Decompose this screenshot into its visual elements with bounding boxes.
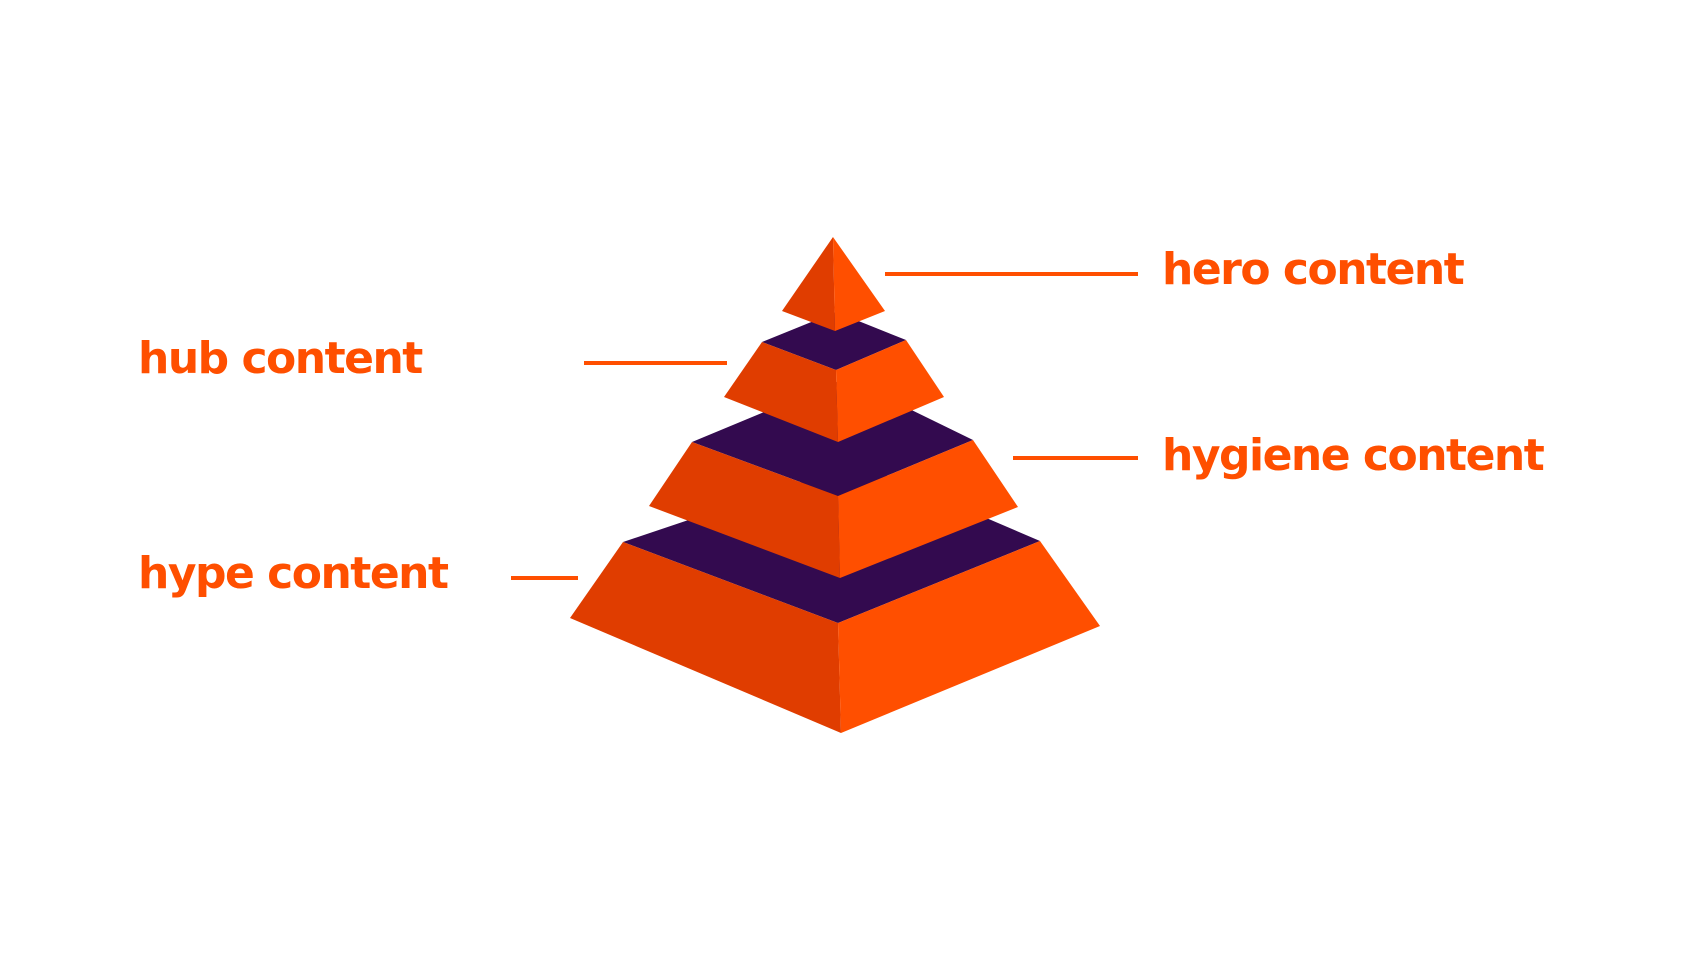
pyramid-tier-1-left-face bbox=[782, 237, 835, 331]
pyramid-tier-3-right-face bbox=[838, 440, 1018, 578]
hygiene-content-label: hygiene content bbox=[1162, 430, 1545, 481]
pyramid-tier-2-top bbox=[762, 312, 906, 370]
pyramid-tier-1-right-face bbox=[833, 237, 885, 331]
pyramid-tier-3-left-face bbox=[649, 442, 840, 578]
pyramid-tier-2-left-face bbox=[724, 342, 838, 442]
pyramid-tier-2-right-face bbox=[836, 340, 944, 442]
pyramid-tier-4-right-face bbox=[838, 541, 1100, 733]
pyramid-tier-4-left-face bbox=[570, 542, 841, 733]
hub-content-label: hub content bbox=[138, 333, 423, 384]
hero-content-label: hero content bbox=[1162, 244, 1465, 295]
hype-content-label: hype content bbox=[138, 548, 449, 599]
